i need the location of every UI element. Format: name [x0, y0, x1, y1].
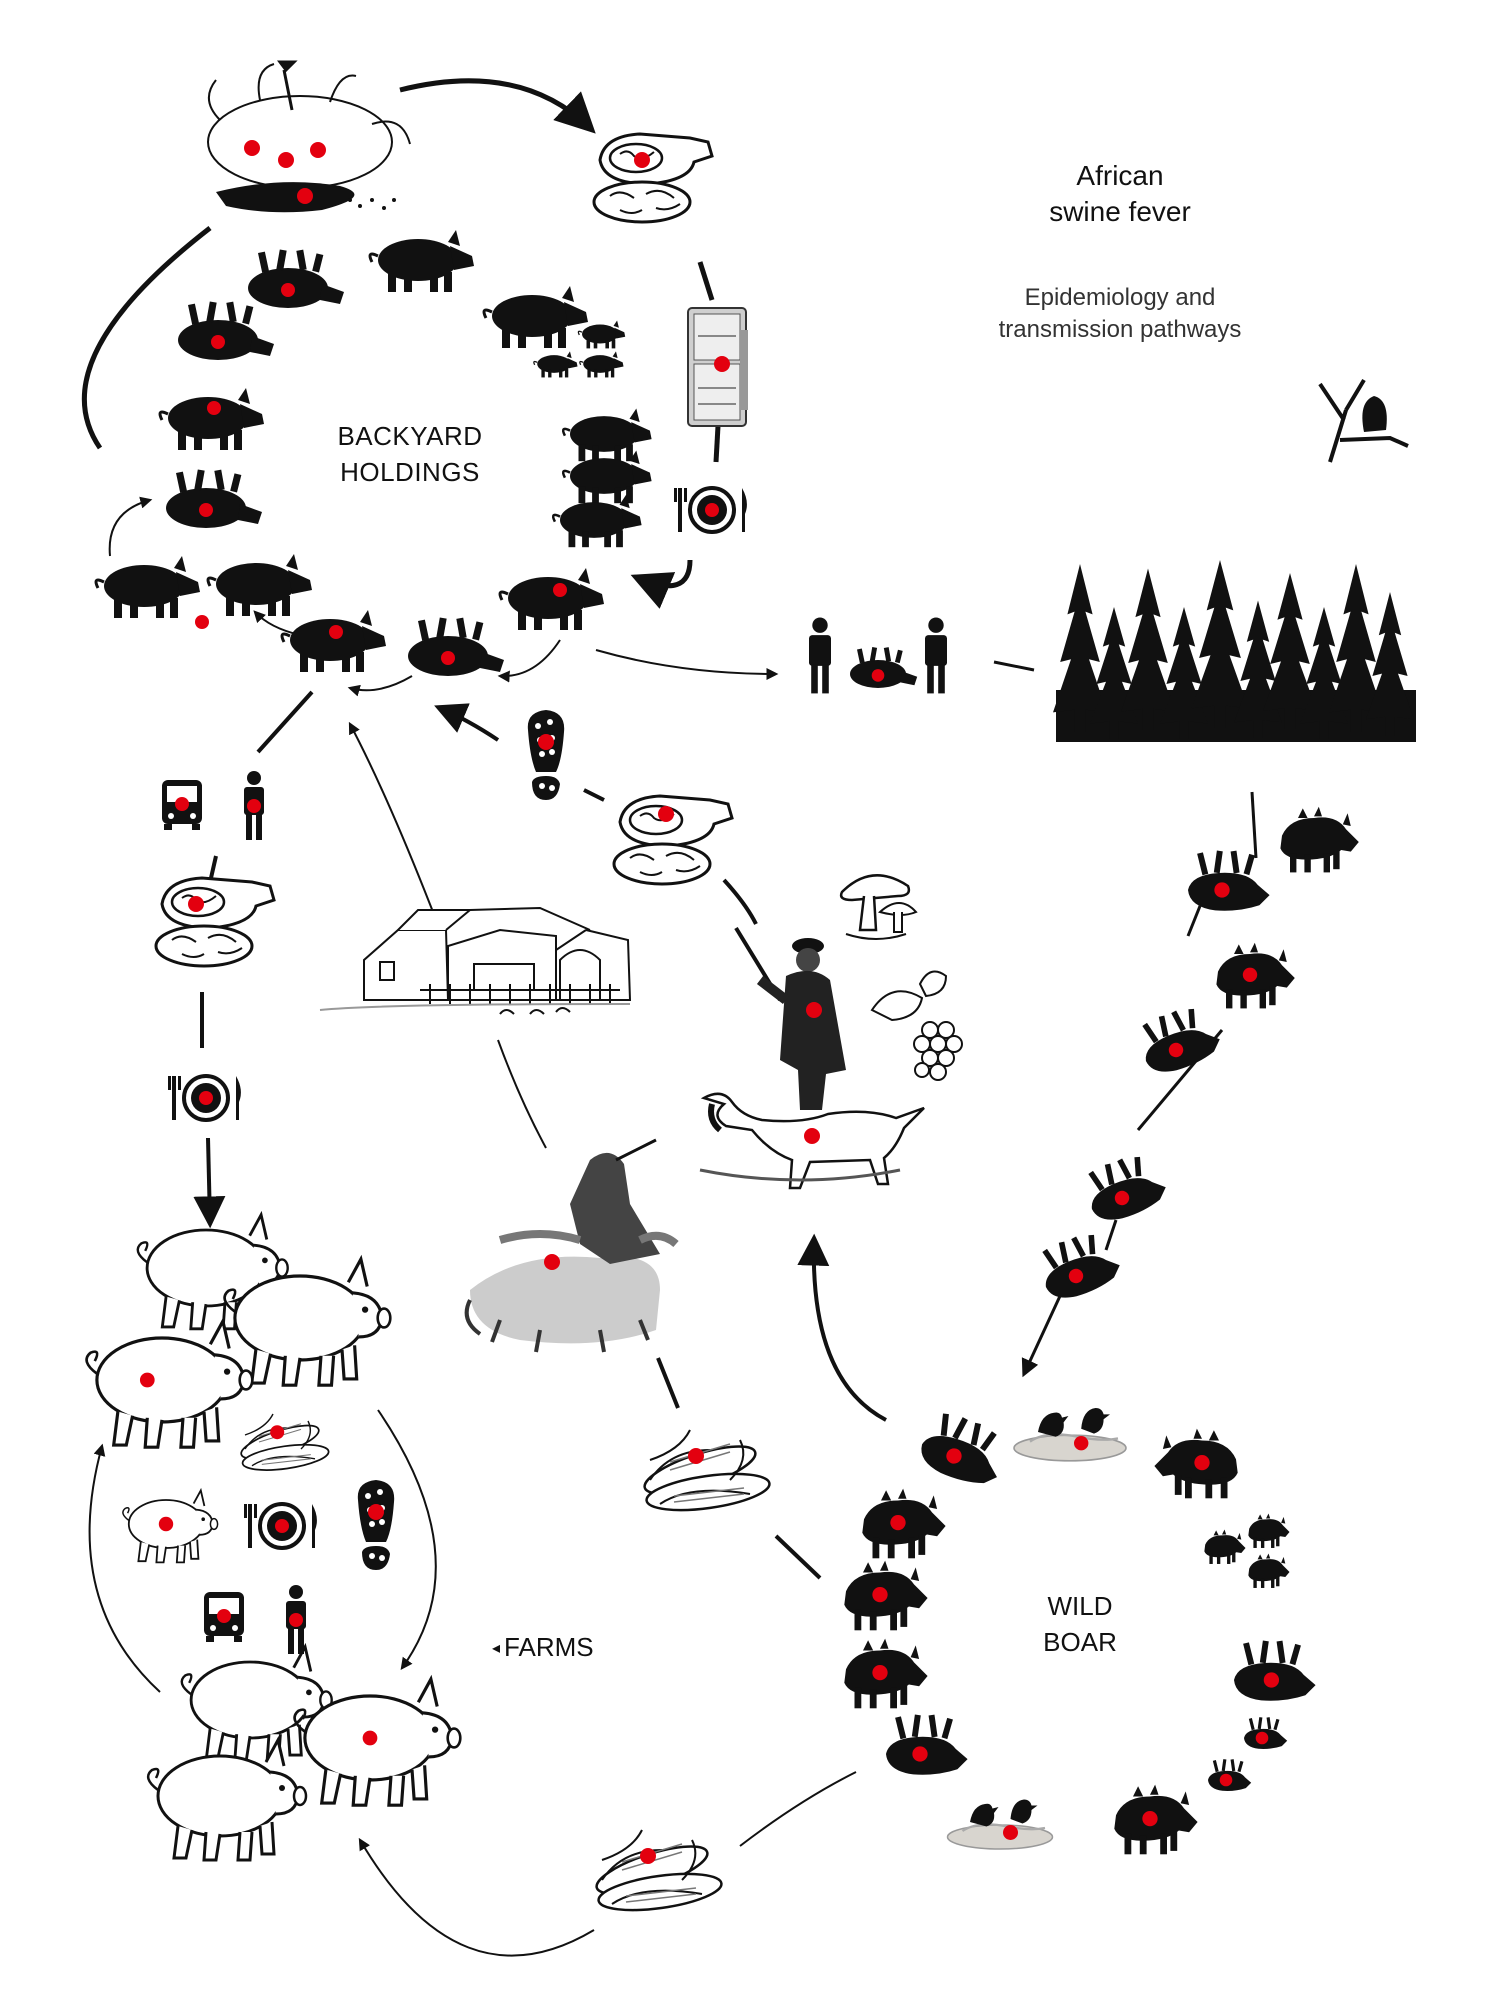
dead-wild-boar	[1188, 850, 1270, 911]
plate-cutlery-icon	[672, 486, 749, 534]
backyard-pigs	[94, 228, 653, 676]
wild-boar-icon	[1248, 1513, 1290, 1548]
mushroom-icon	[839, 874, 918, 940]
wild-boar-icon	[862, 1488, 946, 1559]
plate-cutlery-icon	[166, 1074, 243, 1122]
bus-icon	[162, 780, 202, 830]
person-icon	[286, 1585, 306, 1654]
plate-cutlery-icon	[242, 1502, 319, 1550]
people-carrying-carcass	[809, 617, 947, 694]
black-pig	[280, 608, 388, 674]
title-line-1: African	[1076, 160, 1164, 191]
black-pig	[158, 386, 266, 452]
subtitle-line-1: Epidemiology and	[1024, 284, 1216, 311]
wild-boar-label: WILD BOAR	[1000, 1588, 1160, 1660]
wild-boar-icon	[1154, 1428, 1238, 1499]
ham-icon	[592, 132, 714, 224]
wild-boar-icon	[1114, 1784, 1198, 1855]
boot-icon	[357, 1480, 395, 1570]
boot-icon	[527, 710, 565, 800]
refrigerator-icon	[687, 307, 748, 427]
farms-label: ◂FARMS	[492, 1630, 594, 1666]
backyard-label-line-2: HOLDINGS	[340, 457, 480, 487]
title-line-2: swine fever	[1049, 196, 1191, 227]
hunter-icon	[734, 926, 846, 1110]
dog-icon	[699, 1092, 925, 1190]
farms-label-text: FARMS	[504, 1632, 594, 1662]
dead-pig	[408, 617, 504, 676]
domestic-pig-icon	[121, 1489, 219, 1564]
backyard-holdings-label: BACKYARD HOLDINGS	[300, 418, 520, 490]
dead-wild-boar	[1208, 1759, 1252, 1791]
blackberry-icon	[870, 970, 963, 1081]
dead-pig	[166, 469, 262, 528]
corn-icon	[638, 1428, 773, 1518]
bird-on-branch-icon	[1318, 378, 1409, 463]
subtitle-line-2: transmission pathways	[998, 316, 1242, 343]
wild-boar-ring	[844, 1406, 1316, 1855]
backyard-label-line-1: BACKYARD	[337, 421, 483, 451]
piglet	[533, 350, 579, 379]
dead-wild-boar	[1234, 1640, 1316, 1701]
dead-wild-boar	[1133, 999, 1225, 1080]
domestic-pig-icon	[84, 1319, 254, 1449]
forest-icon	[1053, 560, 1416, 742]
dead-wild-boar	[1244, 1717, 1288, 1749]
wild-boar-icon	[844, 1560, 928, 1631]
wild-label-line-2: BOAR	[1043, 1627, 1117, 1657]
black-pig	[368, 228, 476, 294]
wild-label-line-1: WILD	[1047, 1591, 1113, 1621]
dead-wild-boar	[1079, 1147, 1171, 1228]
piglet	[577, 319, 626, 350]
dead-pig	[850, 647, 918, 688]
farms-marker-icon: ◂	[492, 1640, 501, 1657]
dead-pig	[248, 249, 344, 308]
domestic-pig-icon	[146, 1738, 308, 1862]
black-pig	[498, 566, 606, 632]
domestic-pig-icon	[292, 1677, 462, 1807]
corn-icon	[237, 1413, 332, 1476]
dead-wild-boar	[1033, 1225, 1125, 1306]
black-pig	[561, 407, 653, 463]
black-pig	[482, 284, 590, 350]
dead-pig	[178, 301, 274, 360]
corn-icon	[590, 1828, 725, 1918]
piglet	[579, 350, 625, 379]
wild-boar-icon	[1280, 806, 1359, 873]
black-pig	[561, 449, 653, 505]
slaughtered-pig-icon	[207, 60, 411, 213]
farm-pigs	[84, 1213, 462, 1862]
diagram-title: African swine fever	[990, 158, 1250, 230]
dead-wild-boar	[914, 1407, 1013, 1492]
shepherd-sheep-icon	[464, 1138, 679, 1353]
wild-boar-icon	[1216, 942, 1295, 1009]
crow-carcass-icon	[946, 1798, 1054, 1851]
person-icon	[809, 617, 831, 694]
bus-icon	[204, 1592, 244, 1642]
wild-boar-icon	[1248, 1553, 1290, 1588]
black-pig	[206, 552, 314, 618]
diagram-subtitle: Epidemiology and transmission pathways	[960, 282, 1280, 346]
ham-icon	[612, 794, 734, 886]
black-pig	[94, 554, 202, 620]
person-icon	[244, 771, 264, 840]
farm-building-icon	[319, 906, 632, 1015]
person-icon	[925, 617, 947, 694]
ham-icon	[154, 876, 276, 968]
wild-boar-icon	[844, 1638, 928, 1709]
crow-carcass-icon	[1012, 1406, 1128, 1463]
wild-boar-icon	[1204, 1529, 1246, 1564]
dead-wild-boar	[886, 1714, 968, 1775]
wild-boar-chain	[1033, 806, 1359, 1306]
